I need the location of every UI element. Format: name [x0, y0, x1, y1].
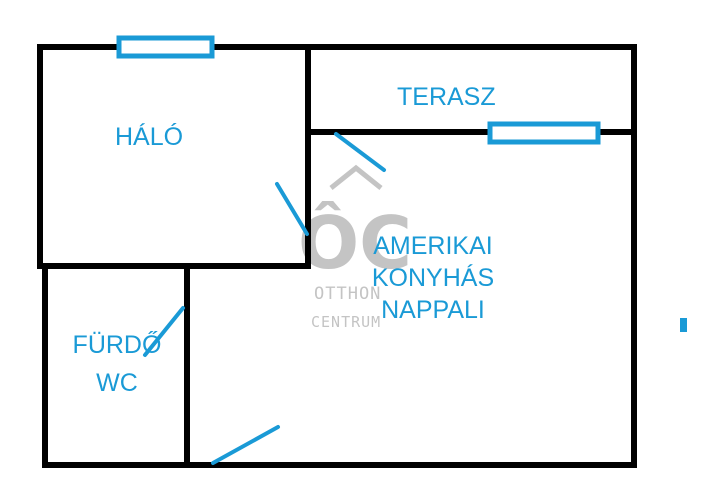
- door-bathroom: [143, 306, 185, 357]
- windows: [116, 35, 601, 145]
- watermark-line-2: CENTRUM: [311, 313, 382, 331]
- room-label-nappali: AMERIKAI KONYHÁS NAPPALI: [358, 230, 508, 326]
- walls: [37, 44, 637, 468]
- watermark-roof: [329, 164, 383, 190]
- room-label-furdo: FÜRDŐ WC: [62, 326, 172, 402]
- watermark-logo: ÔC: [298, 164, 412, 285]
- room-label-furdo-line-1: FÜRDŐ: [72, 331, 162, 359]
- room-label-nappali-line-2: KONYHÁS: [371, 264, 495, 292]
- room-label-nappali-line-1: AMERIKAI: [373, 232, 493, 260]
- door-entrance: [211, 425, 280, 465]
- watermark-monogram: ÔC: [298, 201, 412, 285]
- door-terrace: [334, 132, 386, 172]
- window-bedroom: [116, 35, 215, 59]
- door-bedroom: [275, 182, 309, 236]
- blue-marker: [680, 318, 687, 332]
- window-living: [487, 121, 601, 145]
- room-label-furdo-line-2: WC: [96, 369, 138, 397]
- room-label-halo: HÁLÓ: [115, 123, 184, 151]
- room-label-nappali-line-3: NAPPALI: [381, 296, 485, 324]
- watermark-line-1: OTTHON: [314, 284, 382, 304]
- bedroom-walls: [37, 44, 311, 269]
- room-label-terasz: TERASZ: [397, 83, 496, 111]
- doors: [143, 132, 386, 465]
